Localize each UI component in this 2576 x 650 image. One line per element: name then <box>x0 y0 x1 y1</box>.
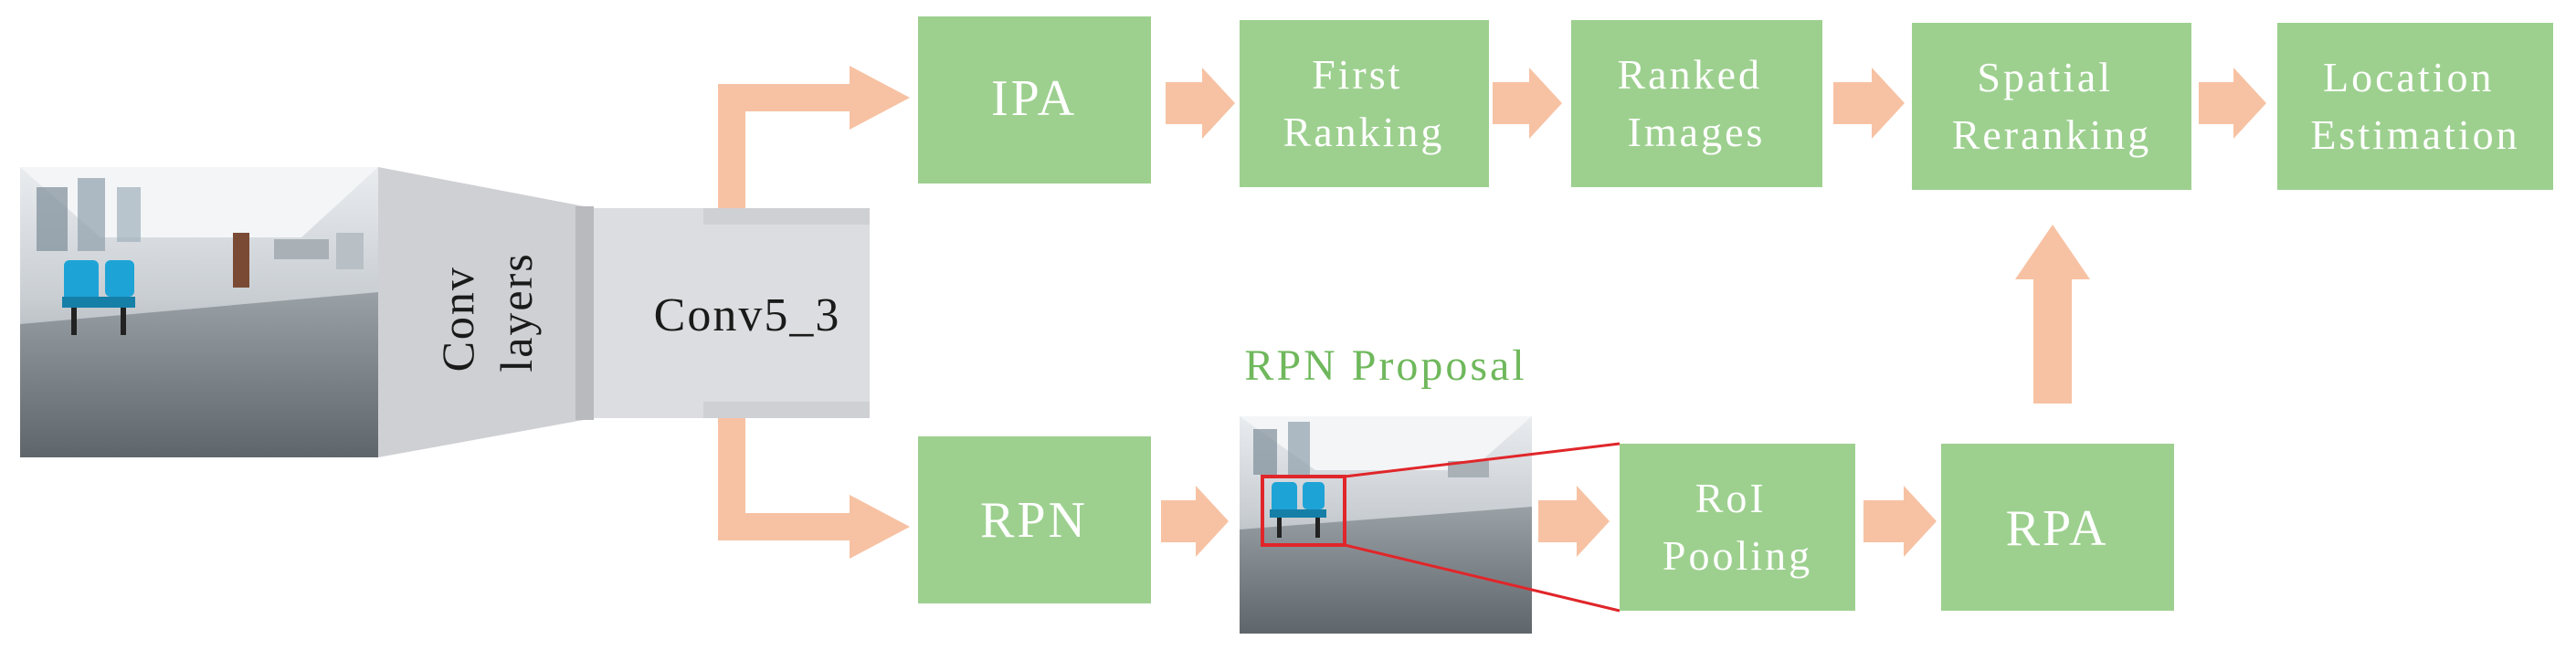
spatial-reranking-box <box>1912 23 2191 190</box>
conv-layers-trapezoid <box>378 167 594 457</box>
conv-label-line-1: Conv <box>432 266 483 372</box>
location-estimation-line-2: Estimation <box>2310 111 2519 158</box>
roi-pooling-label: RoI Pooling <box>1663 475 1812 579</box>
ranked-images-line-2: Images <box>1628 109 1766 155</box>
conv5-3-top-shade <box>703 208 870 225</box>
rpa-box <box>1941 444 2174 611</box>
arrow-rpa-to-spatial <box>2015 225 2090 404</box>
proposal-blue-chair-icon <box>1270 482 1326 538</box>
first-ranking-box <box>1240 20 1489 187</box>
ipa-label: IPA <box>991 70 1077 127</box>
roi-pooling-line-2: Pooling <box>1663 532 1812 579</box>
conv-layers-label: Conv layers <box>432 252 542 372</box>
input-corridor-image <box>20 167 378 457</box>
spatial-reranking-line-2: Reranking <box>1952 111 2152 158</box>
blue-chair-icon <box>62 260 135 335</box>
arrow-roi-to-rpa <box>1863 486 1937 557</box>
rpa-label: RPA <box>2006 500 2109 557</box>
projection-line-top <box>1344 442 1621 478</box>
first-ranking-line-2: Ranking <box>1283 109 1445 155</box>
rpn-label: RPN <box>980 492 1088 549</box>
first-ranking-label: First Ranking <box>1283 51 1445 155</box>
rpn-proposal-title: RPN Proposal <box>1244 341 1526 390</box>
arrow-conv5-to-rpn <box>718 418 910 559</box>
arrow-ipa-to-first-ranking <box>1166 68 1235 139</box>
first-ranking-line-1: First <box>1312 51 1402 98</box>
conv5-3-block <box>594 208 870 418</box>
location-estimation-box <box>2277 23 2553 190</box>
conv-layers-edge <box>575 206 594 420</box>
arrow-proposal-to-roi <box>1538 486 1610 557</box>
arrow-conv5-to-ipa <box>718 66 910 208</box>
ranked-images-box <box>1571 20 1822 187</box>
ranked-images-label: Ranked Images <box>1617 51 1775 155</box>
arrows <box>718 66 2266 559</box>
spatial-reranking-label: Spatial Reranking <box>1952 54 2152 158</box>
arrow-first-to-ranked <box>1493 68 1562 139</box>
ranked-images-line-1: Ranked <box>1617 51 1762 98</box>
rpn-proposal-image <box>1240 416 1532 634</box>
arrow-rpn-to-proposal <box>1161 486 1229 557</box>
conv-label-line-2: layers <box>491 252 542 372</box>
ipa-box <box>918 16 1151 183</box>
location-estimation-label: Location Estimation <box>2310 54 2519 158</box>
arrow-ranked-to-spatial <box>1833 68 1905 139</box>
roi-pooling-box <box>1620 444 1855 611</box>
projection-line-bottom <box>1344 543 1621 613</box>
conv5-3-bottom-shade <box>703 402 870 418</box>
spatial-reranking-line-1: Spatial <box>1977 54 2113 100</box>
arrow-spatial-to-location <box>2199 68 2266 139</box>
conv5-3-label: Conv5_3 <box>654 289 841 341</box>
roi-pooling-line-1: RoI <box>1695 475 1767 521</box>
proposal-highlight-box <box>1261 475 1346 547</box>
rpn-box <box>918 436 1151 603</box>
location-estimation-line-1: Location <box>2323 54 2495 100</box>
